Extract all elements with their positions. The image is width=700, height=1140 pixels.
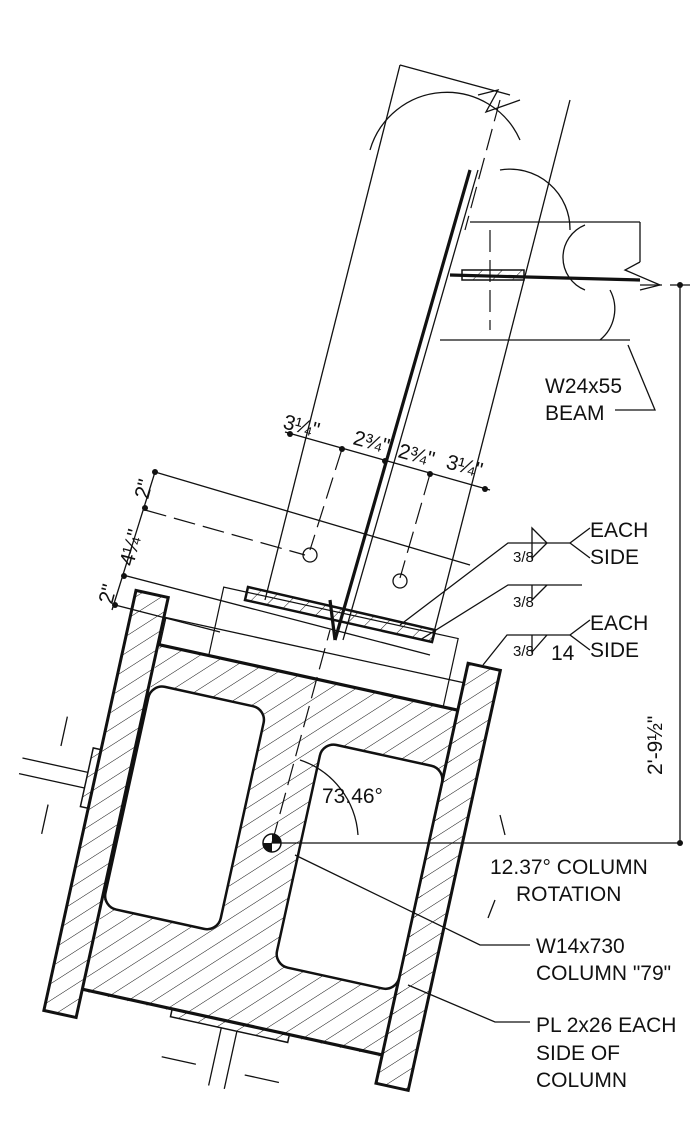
column-label-2: COLUMN "79" <box>536 962 671 985</box>
dim-gauge: 4¼" <box>116 527 148 568</box>
dim-bolt-1: 3¼" <box>281 411 322 443</box>
dim-edge-bottom: 2" <box>95 582 122 606</box>
plate-label-3: COLUMN <box>536 1069 627 1092</box>
weld-note-2b: SIDE <box>590 639 639 662</box>
dim-bolt-3: 2¾" <box>396 440 437 472</box>
beam-label-1: W24x55 <box>545 375 622 398</box>
plate-label-1: PL 2x26 EACH <box>536 1014 676 1037</box>
dim-height: 2'-9½" <box>644 716 667 775</box>
w14x730-column <box>18 586 503 1093</box>
weld-symbol-3: 3/8 14 EACH SIDE <box>482 612 648 666</box>
w24x55-beam <box>440 221 690 341</box>
weld-note-1a: EACH <box>590 519 648 542</box>
weld-note-1b: SIDE <box>590 546 639 569</box>
bolt-hole <box>302 547 318 563</box>
weld-size-1: 3/8 <box>513 549 534 566</box>
column-void-left <box>103 685 266 931</box>
plate-label-2: SIDE OF <box>536 1042 620 1065</box>
weld-size-3: 3/8 <box>513 643 534 660</box>
angle-label: 73.46° <box>322 785 383 808</box>
column-void-right <box>275 743 444 991</box>
dim-edge-top: 2" <box>131 477 158 501</box>
bolt-hole <box>392 573 408 589</box>
rotation-label-1: 12.37° COLUMN <box>490 856 648 879</box>
weld-length: 14 <box>551 642 575 665</box>
beam-label-2: BEAM <box>545 402 605 425</box>
weld-note-2a: EACH <box>590 612 648 635</box>
dim-bolt-2: 2¾" <box>351 427 392 459</box>
weld-symbol-1: 3/8 EACH SIDE <box>399 519 648 626</box>
cap-plate <box>243 585 437 644</box>
column-label-1: W14x730 <box>536 935 625 958</box>
weld-size-2: 3/8 <box>513 594 534 611</box>
rotation-label-2: ROTATION <box>516 883 621 906</box>
weld-symbol-2: 3/8 <box>419 584 582 641</box>
height-dimension: 2'-9½" <box>644 282 683 846</box>
